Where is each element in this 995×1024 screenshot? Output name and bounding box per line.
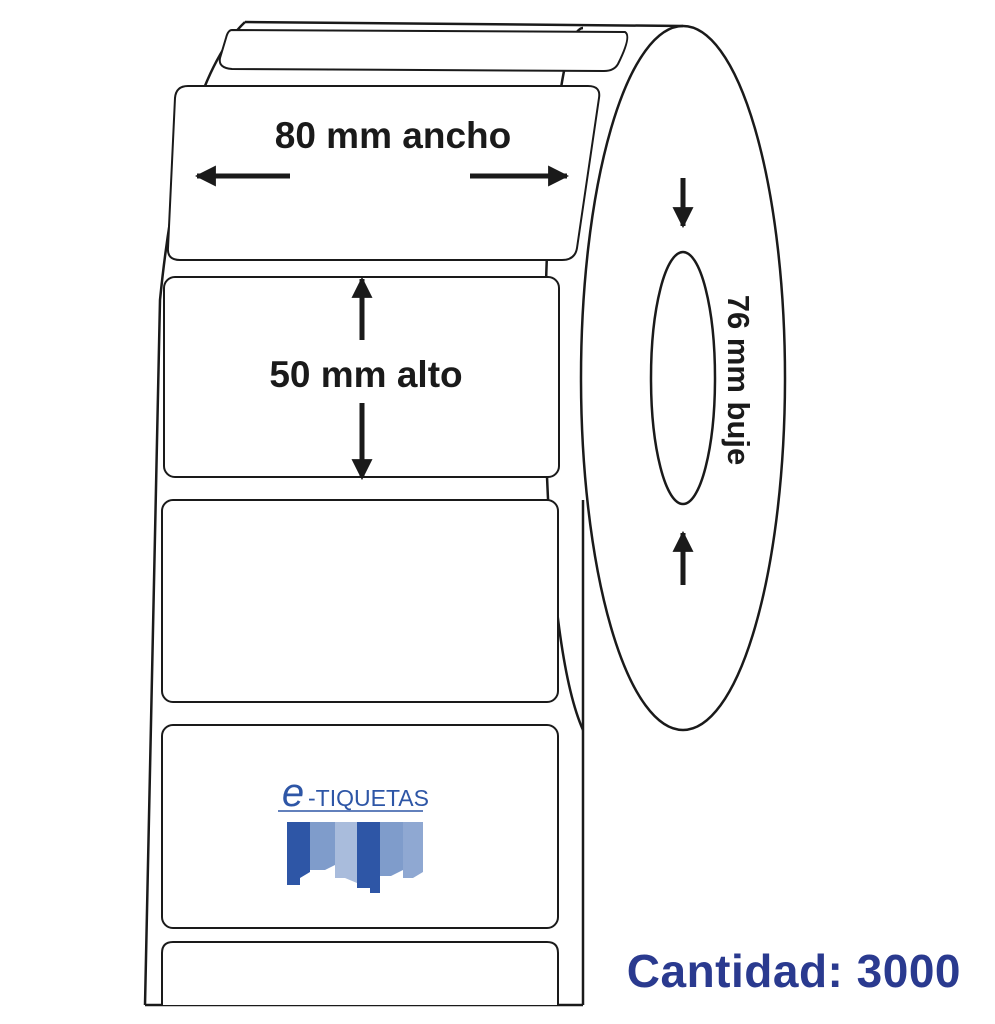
quantity-label: Cantidad: 3000: [626, 945, 961, 997]
label-top-edge: [218, 28, 629, 73]
core-dimension: 76 mm buje: [672, 178, 756, 585]
brand-logo: e -TIQUETAS: [278, 771, 429, 893]
height-dimension: 50 mm alto: [269, 276, 463, 481]
labels-on-web: [161, 28, 629, 1005]
logo-e: e: [282, 771, 304, 815]
core-label: 76 mm buje: [721, 295, 756, 466]
width-label: 80 mm ancho: [275, 115, 511, 156]
roll-side-disc: [543, 24, 787, 732]
logo-name: -TIQUETAS: [308, 785, 429, 811]
logo-bars: [287, 822, 423, 893]
height-label: 50 mm alto: [269, 354, 462, 395]
width-dimension: 80 mm ancho: [194, 115, 570, 187]
label-1: [166, 85, 601, 261]
core-hole: [649, 250, 717, 506]
label-5: [161, 941, 559, 1005]
label-3: [161, 499, 559, 703]
